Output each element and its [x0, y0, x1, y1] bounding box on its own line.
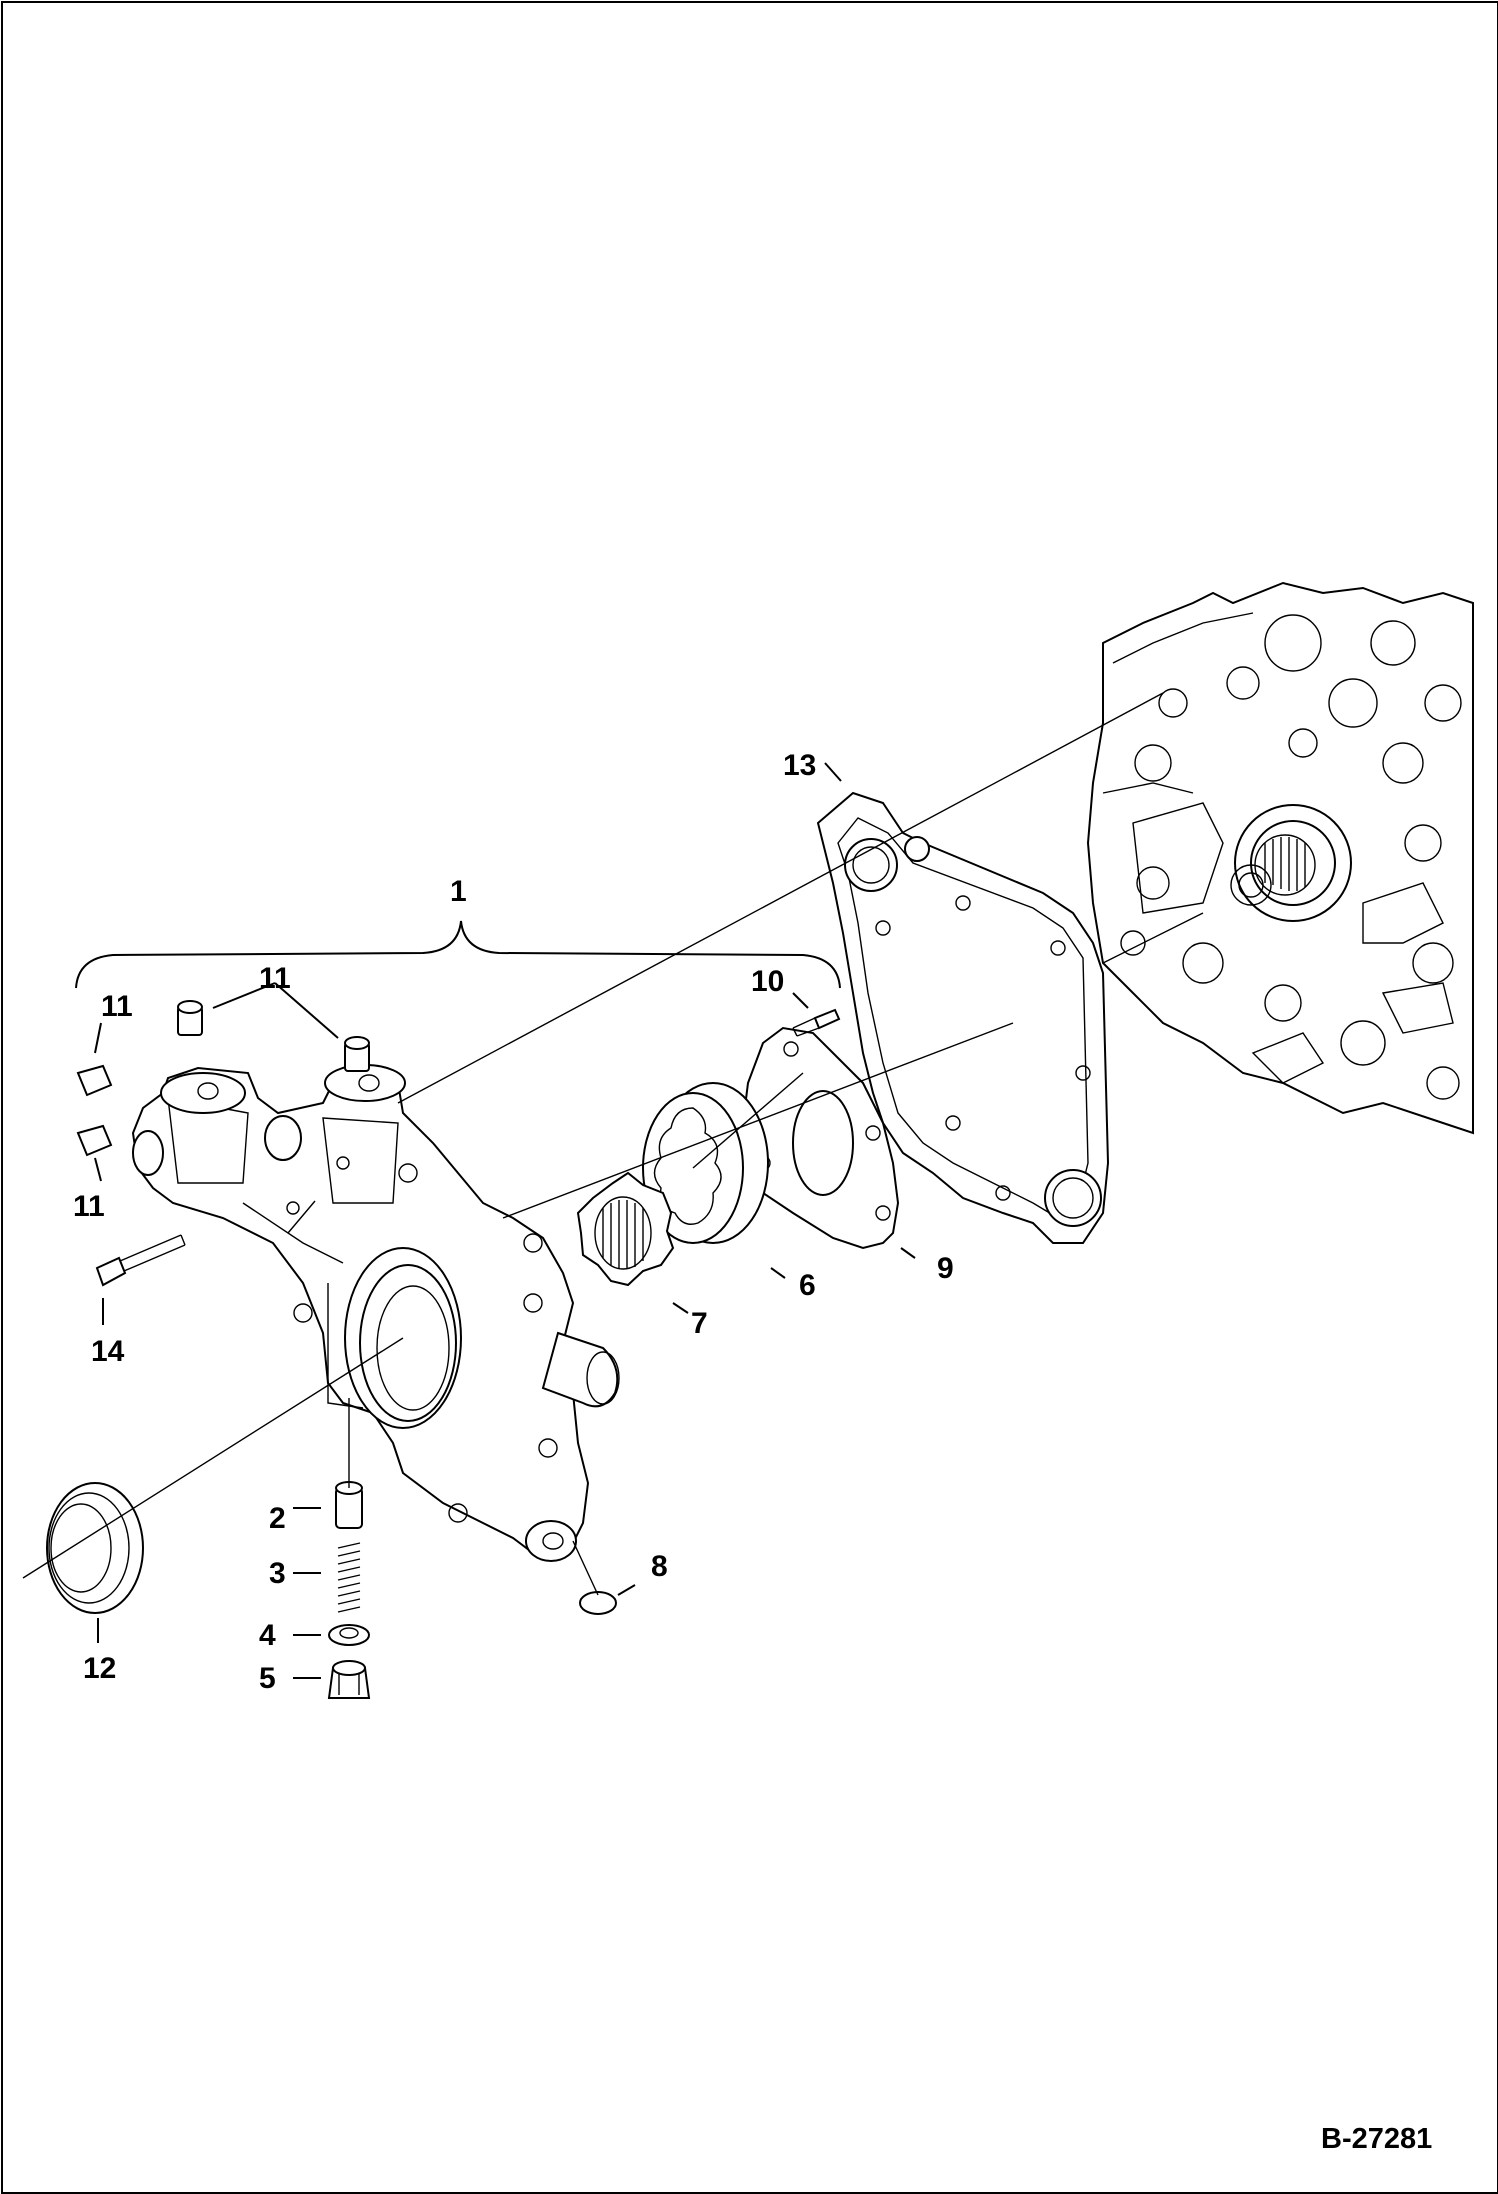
- relief-valve-parts: [327, 1481, 371, 1699]
- callout-6: 6: [799, 1269, 816, 1302]
- pin-8: [579, 1591, 617, 1615]
- callout-9: 9: [937, 1252, 954, 1285]
- engine-block: [1086, 581, 1474, 1135]
- callout-7: 7: [691, 1307, 708, 1340]
- callout-11-top: 11: [259, 962, 291, 995]
- bolt-14: [95, 1234, 186, 1287]
- leader-lines: [94, 762, 916, 1679]
- callout-4: 4: [259, 1619, 276, 1652]
- oil-seal-12: [46, 1482, 144, 1614]
- assembly-brace: [75, 920, 841, 989]
- callout-13: 13: [783, 749, 816, 782]
- plugs-11: [76, 1000, 370, 1157]
- callout-5: 5: [259, 1662, 276, 1695]
- callout-14: 14: [91, 1335, 125, 1368]
- callout-11-upper-left: 11: [101, 990, 133, 1023]
- callout-3: 3: [269, 1557, 286, 1590]
- callout-2: 2: [269, 1502, 286, 1535]
- exploded-parts-diagram: 1 2 3 4 5 6 7 8 9 10 11 11 11 11 12 13 1…: [22, 581, 1474, 2155]
- callout-1: 1: [450, 875, 467, 908]
- inner-rotor-7: [576, 1171, 675, 1287]
- callout-8: 8: [651, 1550, 668, 1583]
- gasket-13: [816, 791, 1110, 1244]
- callout-12: 12: [83, 1652, 116, 1685]
- callout-11-lower-left: 11: [73, 1190, 105, 1223]
- callout-10: 10: [751, 965, 784, 998]
- assembly-axes: [22, 692, 1204, 1596]
- callouts: 1 2 3 4 5 6 7 8 9 10 11 11 11 11 12 13 1…: [73, 749, 954, 1695]
- bolt-10: [792, 1008, 841, 1037]
- figure-reference-code: B-27281: [1321, 2123, 1432, 2155]
- pump-housing-1: [131, 1064, 620, 1562]
